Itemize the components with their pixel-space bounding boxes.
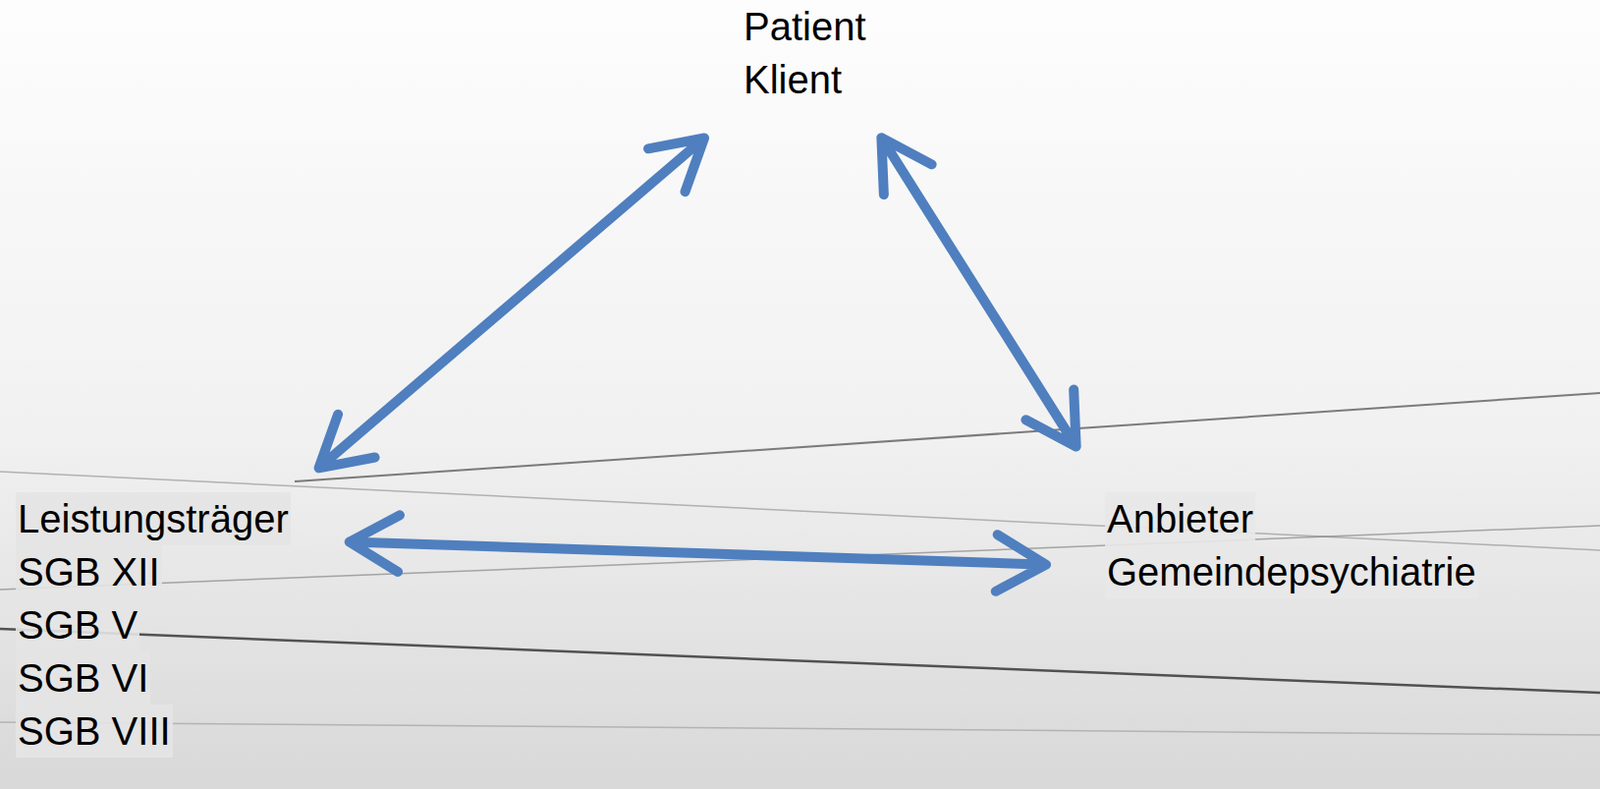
node-text: SGB VIII: [15, 704, 173, 758]
node-text: SGB V: [15, 598, 140, 652]
arrow-path: [349, 514, 1047, 591]
double-arrow: [319, 138, 705, 469]
streak: [0, 471, 1600, 551]
node-text: Klient: [741, 53, 844, 107]
arrow-path: [319, 138, 705, 469]
text-node: LeistungsträgerSGB XIISGB VSGB VISGB VII…: [15, 492, 291, 758]
double-arrow: [349, 514, 1047, 591]
node-text: Gemeindepsychiatrie: [1104, 545, 1479, 599]
node-text: SGB XII: [15, 545, 163, 599]
node-text: SGB VI: [15, 651, 151, 705]
streak: [0, 628, 1600, 693]
double-arrow: [881, 137, 1076, 446]
streak: [294, 392, 1600, 482]
node-text: Anbieter: [1104, 492, 1256, 546]
text-node: AnbieterGemeindepsychiatrie: [1104, 492, 1479, 599]
text-node: PatientKlient: [741, 0, 869, 107]
streak: [0, 721, 1600, 735]
arrow-path: [881, 137, 1076, 446]
node-text: Patient: [741, 0, 869, 54]
node-text: Leistungsträger: [15, 492, 291, 546]
